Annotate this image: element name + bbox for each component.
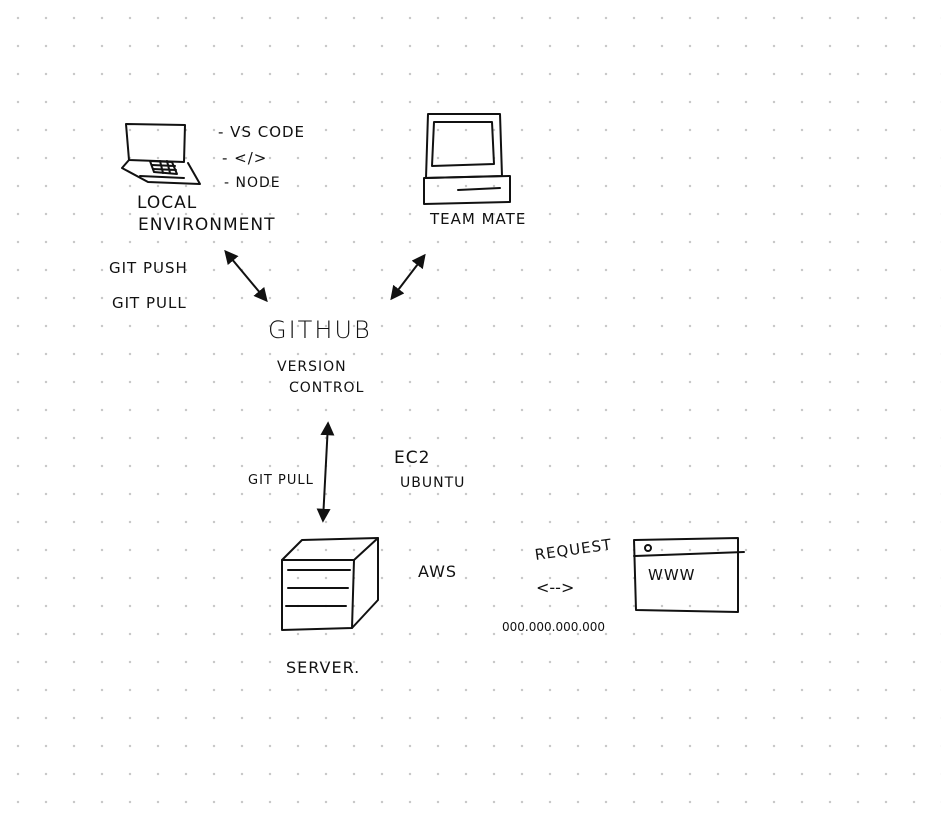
ec2-line1: EC2 [394,448,431,468]
request-arrow: <--> [536,578,575,597]
local-github-arrow [224,249,268,303]
local-tool-node: - NODE [224,175,281,191]
local-title-line1: LOCAL [137,193,198,213]
local-tool-vscode: - VS CODE [218,123,306,141]
computer-icon [423,113,511,205]
aws-label: AWS [418,562,458,581]
browser-window-icon [633,537,745,613]
git-push-label: GIT PUSH [109,259,188,277]
teammate-title: TEAM MATE [430,210,527,228]
git-pull-server-label: GIT PULL [248,473,314,488]
server-icon [281,537,379,631]
ip-address-label: 000.000.000.000 [502,620,606,634]
github-subtitle-line2: CONTROL [289,380,365,396]
local-title-line2: ENVIRONMENT [138,215,276,235]
ec2-line2: UBUNTU [400,475,466,491]
github-subtitle-line1: VERSION [277,359,347,375]
browser-label: WWW [648,566,696,584]
laptop-icon [121,123,201,185]
github-title: GITHUB [268,316,372,344]
local-tool-html: - </> [222,149,268,167]
git-pull-label: GIT PULL [112,294,187,312]
teammate-github-arrow [390,253,426,301]
server-title: SERVER. [286,658,361,677]
github-server-arrow [316,421,335,523]
